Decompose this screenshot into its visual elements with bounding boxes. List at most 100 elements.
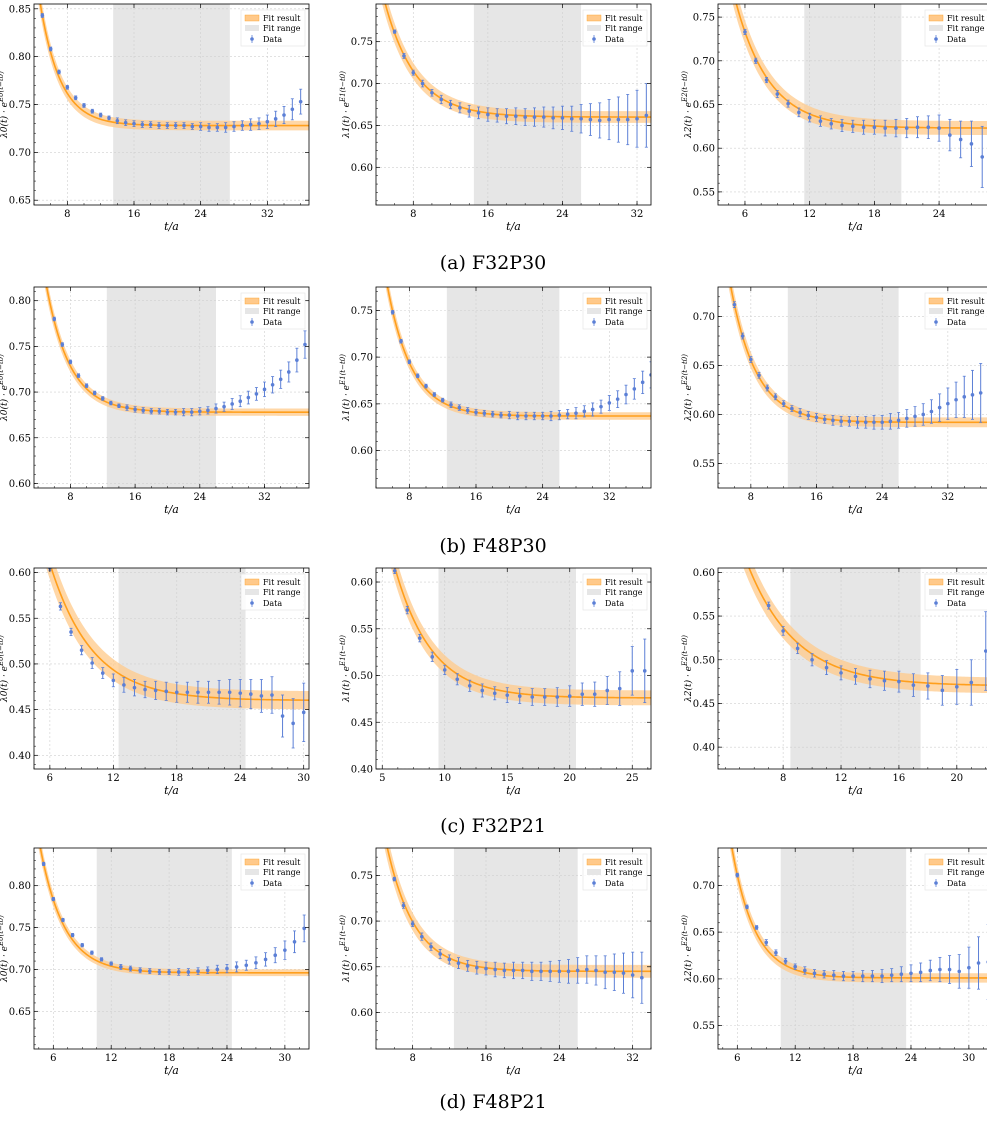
data-point bbox=[238, 399, 243, 404]
data-point bbox=[411, 70, 416, 75]
legend-fit-range-label: Fit range bbox=[263, 868, 301, 877]
x-tick-label: 16 bbox=[128, 209, 141, 220]
data-point bbox=[157, 409, 162, 414]
legend-fit-range-swatch bbox=[929, 308, 943, 314]
legend-fit-result-label: Fit result bbox=[263, 14, 301, 23]
data-point bbox=[133, 407, 137, 412]
data-point bbox=[215, 967, 220, 972]
data-point bbox=[569, 116, 574, 121]
legend-fit-result-label: Fit result bbox=[947, 858, 985, 867]
x-tick-label: 8 bbox=[780, 773, 786, 784]
data-point bbox=[157, 123, 161, 128]
legend-fit-result-swatch bbox=[586, 297, 602, 305]
data-point bbox=[624, 392, 628, 397]
data-point bbox=[807, 115, 812, 120]
data-point bbox=[458, 106, 462, 110]
data-point bbox=[642, 669, 647, 673]
data-point bbox=[295, 358, 299, 362]
data-point bbox=[888, 419, 893, 424]
y-tick-label: 0.70 bbox=[693, 312, 715, 323]
legend-data-label: Data bbox=[947, 599, 966, 608]
data-point bbox=[896, 418, 901, 423]
y-tick-label: 0.45 bbox=[351, 718, 373, 729]
data-point bbox=[582, 409, 587, 414]
data-point bbox=[504, 114, 509, 119]
x-tick-label: 6 bbox=[50, 1053, 56, 1064]
data-point bbox=[880, 420, 884, 425]
fit-band bbox=[732, 4, 987, 136]
data-point bbox=[797, 110, 801, 115]
data-point bbox=[148, 122, 153, 127]
x-tick-label: 15 bbox=[501, 773, 514, 784]
data-point bbox=[173, 123, 178, 128]
data-point bbox=[90, 109, 95, 113]
legend-fit-range-label: Fit range bbox=[947, 868, 985, 877]
x-tick-label: 8 bbox=[409, 1053, 415, 1064]
legend-fit-range-swatch bbox=[929, 589, 943, 595]
data-point bbox=[621, 971, 626, 975]
data-point bbox=[186, 970, 191, 974]
fit-range-band bbox=[473, 4, 582, 205]
plot-frame bbox=[375, 286, 652, 489]
legend-fit-result-swatch bbox=[586, 578, 602, 586]
legend-data-label: Data bbox=[947, 35, 966, 44]
y-tick-label: 0.60 bbox=[693, 974, 715, 985]
data-point bbox=[61, 918, 65, 922]
data-point bbox=[392, 569, 397, 573]
data-point bbox=[749, 357, 753, 362]
data-point bbox=[812, 971, 817, 976]
data-point bbox=[565, 412, 570, 416]
y-tick-label: 0.75 bbox=[693, 13, 715, 24]
x-tick-label: 24 bbox=[876, 492, 889, 503]
data-point bbox=[164, 689, 169, 694]
data-point bbox=[765, 386, 770, 390]
plot-area bbox=[34, 287, 309, 488]
y-axis-label-exponent: E0(t−t0) bbox=[0, 354, 5, 386]
x-axis-label: t/a bbox=[164, 220, 179, 233]
data-point bbox=[860, 974, 865, 978]
data-point bbox=[560, 116, 565, 120]
data-point bbox=[625, 117, 630, 122]
data-point bbox=[480, 688, 485, 693]
data-point bbox=[630, 973, 635, 977]
y-tick-label: 0.55 bbox=[693, 187, 715, 198]
plot-area bbox=[376, 287, 651, 488]
data-point bbox=[140, 122, 145, 127]
data-point bbox=[502, 968, 507, 973]
fit-range-band bbox=[96, 848, 232, 1049]
x-tick-label: 32 bbox=[941, 492, 954, 503]
data-point bbox=[449, 402, 453, 407]
data-point bbox=[270, 382, 275, 387]
data-point bbox=[524, 414, 528, 418]
x-tick-label: 6 bbox=[47, 773, 53, 784]
data-point bbox=[897, 679, 901, 684]
plot-frame bbox=[717, 847, 987, 1050]
data-point bbox=[928, 968, 933, 973]
data-point bbox=[947, 967, 952, 972]
x-axis-label: t/a bbox=[506, 220, 521, 233]
data-point bbox=[185, 690, 190, 695]
y-tick-label: 0.60 bbox=[351, 1008, 373, 1019]
data-point bbox=[282, 113, 286, 117]
y-tick-label: 0.75 bbox=[9, 923, 31, 934]
legend-data-label: Data bbox=[605, 35, 624, 44]
data-point bbox=[806, 413, 811, 418]
data-point bbox=[549, 414, 553, 418]
caption-0: (a) F32P30 bbox=[440, 252, 547, 274]
data-point bbox=[263, 957, 268, 962]
data-point bbox=[635, 116, 639, 121]
y-tick-label: 0.70 bbox=[351, 917, 373, 928]
data-point bbox=[499, 413, 503, 417]
data-point bbox=[198, 124, 203, 129]
y-axis-label-exponent: E0(t−t0) bbox=[0, 635, 5, 667]
data-point bbox=[909, 971, 913, 976]
y-tick-label: 0.80 bbox=[9, 881, 31, 892]
data-point bbox=[217, 690, 221, 695]
data-point bbox=[58, 604, 63, 609]
data-point bbox=[870, 974, 875, 978]
legend-data-label: Data bbox=[263, 879, 282, 888]
data-point bbox=[48, 47, 53, 51]
